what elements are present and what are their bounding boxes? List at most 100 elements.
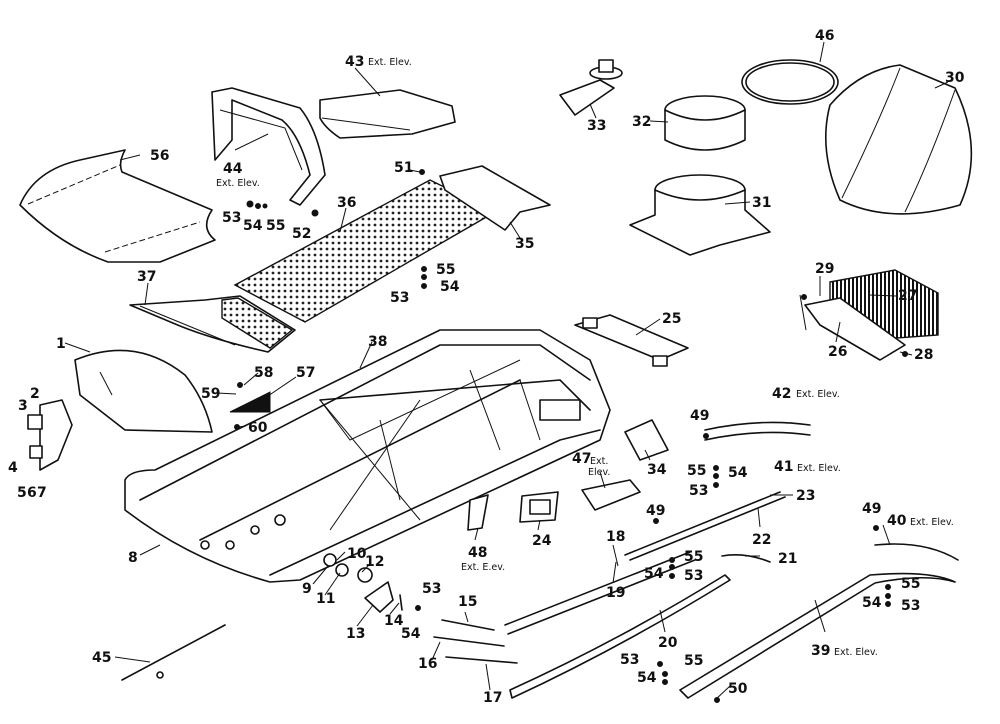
callout-54e: 54 xyxy=(728,465,748,481)
callout-55b: 55 xyxy=(436,262,455,278)
callout-47-ext: Ext. xyxy=(590,456,608,467)
callout-39-suffix: Ext. Elev. xyxy=(834,647,878,658)
callout-23: 23 xyxy=(796,488,815,504)
callout-24: 24 xyxy=(532,533,552,549)
callout-51: 51 xyxy=(394,160,413,176)
callout-42-suffix: Ext. Elev. xyxy=(796,389,840,400)
callout-40-suffix: Ext. Elev. xyxy=(910,517,954,528)
callout-18: 18 xyxy=(606,529,625,545)
callout-55c: 55 xyxy=(684,549,703,565)
callout-19: 19 xyxy=(606,585,625,601)
part-45-rod xyxy=(121,624,226,681)
callout-22: 22 xyxy=(752,532,771,548)
callout-53g: 53 xyxy=(620,652,639,668)
part-2-7-bearing-assembly xyxy=(27,399,73,471)
callout-27: 27 xyxy=(898,288,917,304)
callout-7: 7 xyxy=(37,485,47,501)
part-34-plate xyxy=(624,419,669,461)
callout-54f: 54 xyxy=(862,595,882,611)
callout-6: 6 xyxy=(27,485,37,501)
callout-56: 56 xyxy=(150,148,169,164)
callout-16: 16 xyxy=(418,656,437,672)
part-37-front-panel xyxy=(129,295,296,353)
callout-38: 38 xyxy=(368,334,387,350)
part-31-hopper-base xyxy=(629,174,771,256)
callout-42: 42 xyxy=(772,386,791,402)
callout-30: 30 xyxy=(945,70,965,86)
callout-54b: 54 xyxy=(440,279,460,295)
callout-17: 17 xyxy=(483,690,502,706)
part-38-main-frame xyxy=(124,329,611,583)
callout-34: 34 xyxy=(647,462,667,478)
callout-45: 45 xyxy=(92,650,111,666)
callout-3: 3 xyxy=(18,398,28,414)
callout-47: 47 xyxy=(572,451,591,467)
callout-59: 59 xyxy=(201,386,220,402)
callout-25: 25 xyxy=(662,311,681,327)
part-43-cover xyxy=(319,89,456,139)
callout-13: 13 xyxy=(346,626,365,642)
part-47-bracket xyxy=(581,479,641,511)
callout-57: 57 xyxy=(296,365,315,381)
callout-53b: 53 xyxy=(390,290,409,306)
leader-lines xyxy=(64,41,949,701)
callout-41: 41 xyxy=(774,459,793,475)
callout-21: 21 xyxy=(778,551,797,567)
part-56-apron-sheet xyxy=(19,149,216,263)
callout-54c: 54 xyxy=(401,626,421,642)
callout-11: 11 xyxy=(316,591,335,607)
callout-48-suffix: Ext. E.ev. xyxy=(461,562,505,573)
callout-50: 50 xyxy=(728,681,748,697)
part-1-front-shield xyxy=(74,349,213,433)
callout-39: 39 xyxy=(811,643,830,659)
callout-53d: 53 xyxy=(684,568,703,584)
hardware-bits xyxy=(234,169,908,703)
callout-12: 12 xyxy=(365,554,384,570)
callout-44: 44 xyxy=(223,161,243,177)
callout-44-suffix: Ext. Elev. xyxy=(216,178,260,189)
callout-43: 43 xyxy=(345,54,364,70)
callout-53c: 53 xyxy=(422,581,441,597)
part-48-clip xyxy=(467,494,489,531)
callout-20: 20 xyxy=(658,635,678,651)
callout-2: 2 xyxy=(30,386,40,402)
callout-37: 37 xyxy=(137,269,156,285)
callout-55f: 55 xyxy=(684,653,703,669)
callout-55e: 55 xyxy=(901,576,920,592)
part-15-17-bars xyxy=(433,619,518,664)
callout-1: 1 xyxy=(56,336,66,352)
callout-43-suffix: Ext. Elev. xyxy=(368,57,412,68)
callout-labels: 56 43 Ext. Elev. 44 Ext. Elev. 53 54 55 … xyxy=(8,28,965,706)
part-25-bracket xyxy=(574,314,689,367)
callout-54g: 54 xyxy=(637,670,657,686)
callout-41-suffix: Ext. Elev. xyxy=(797,463,841,474)
callout-33: 33 xyxy=(587,118,606,134)
callout-4: 4 xyxy=(8,460,18,476)
part-26-frame xyxy=(799,294,906,361)
callout-35: 35 xyxy=(515,236,534,252)
callout-48: 48 xyxy=(468,545,487,561)
callout-53a: 53 xyxy=(222,210,241,226)
part-57-tag xyxy=(229,391,271,413)
callout-46: 46 xyxy=(815,28,834,44)
callout-52: 52 xyxy=(292,226,311,242)
callout-36: 36 xyxy=(337,195,356,211)
callout-60: 60 xyxy=(248,420,268,436)
callout-47-elev: Elev. xyxy=(588,467,610,478)
callout-8: 8 xyxy=(128,550,138,566)
callout-28: 28 xyxy=(914,347,933,363)
callout-14: 14 xyxy=(384,613,404,629)
part-9-14-drive xyxy=(323,553,403,613)
callout-31: 31 xyxy=(752,195,771,211)
part-33-housing xyxy=(559,59,623,116)
callout-10: 10 xyxy=(347,546,367,562)
part-24-cover xyxy=(519,491,559,523)
part-46-ring xyxy=(741,59,839,105)
callout-49b: 49 xyxy=(690,408,709,424)
part-30-hood xyxy=(825,64,973,215)
callout-49c: 49 xyxy=(862,501,881,517)
callout-55a: 55 xyxy=(266,218,285,234)
callout-54a: 54 xyxy=(243,218,263,234)
part-32-band xyxy=(664,95,746,151)
